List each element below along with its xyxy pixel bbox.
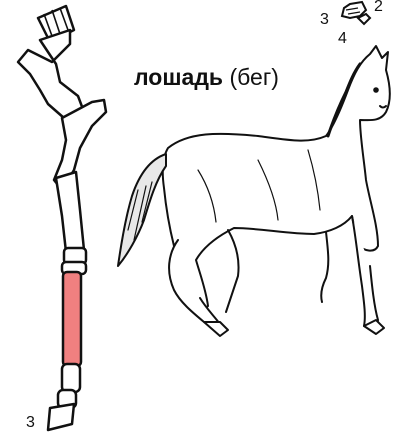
horse-foot-bones-icon xyxy=(336,0,376,30)
leg-label-3-bottom: 3 xyxy=(26,415,35,431)
cannon-bone-highlight xyxy=(63,272,81,366)
foot-label-2-top: 2 xyxy=(374,0,383,15)
horse-forelimb-skeleton-icon xyxy=(0,0,120,434)
foot-label-3-top: 3 xyxy=(320,12,329,28)
running-horse-illustration-icon xyxy=(108,40,398,350)
